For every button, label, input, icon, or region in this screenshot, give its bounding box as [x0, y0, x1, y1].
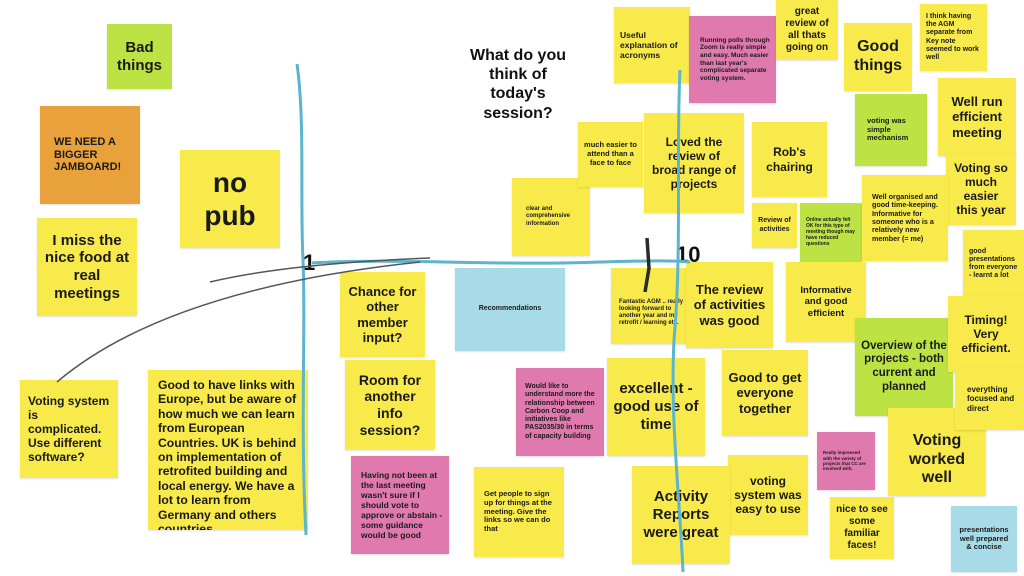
note-text: Good to get everyone together	[728, 370, 802, 416]
note-text: Rob's chairing	[766, 145, 813, 174]
note-text: Room for another info session?	[358, 371, 422, 438]
sticky-note[interactable]: Running polls through Zoom is really sim…	[689, 16, 776, 103]
sticky-note[interactable]: Well run efficient meeting	[938, 78, 1016, 156]
note-text: good presentations from everyone - learn…	[969, 247, 1018, 280]
note-text: Chance for other member input?	[348, 283, 417, 345]
note-text: Voting worked well	[908, 431, 965, 487]
note-text: Informative and good efficient	[800, 285, 852, 319]
sticky-note[interactable]: Good to have links with Europe, but be a…	[148, 370, 308, 530]
note-text: Well organised and good time-keeping. In…	[872, 191, 938, 243]
note-text: The review of activities was good	[693, 282, 766, 328]
sticky-note[interactable]: Rob's chairing	[752, 122, 827, 197]
sticky-note[interactable]: Overview of the projects - both current …	[855, 318, 953, 416]
note-text: Review of activities	[758, 217, 791, 233]
sticky-note[interactable]: Activity Reports were great	[632, 466, 730, 564]
sticky-note[interactable]: Room for another info session?	[345, 360, 435, 450]
note-text: clear and comprehensive information	[526, 206, 571, 227]
sticky-note[interactable]: Fantastic AGM .. really looking forward …	[611, 268, 695, 344]
note-text: Voting so much easier this year	[954, 160, 1008, 218]
note-text: Timing! Very efficient.	[961, 312, 1011, 356]
sticky-note[interactable]: excellent - good use of time	[607, 358, 705, 456]
sticky-note[interactable]: Having not been at the last meeting wasn…	[351, 456, 449, 554]
note-text: Good things	[854, 38, 902, 74]
note-text: Well run efficient meeting	[951, 94, 1003, 140]
sticky-note[interactable]: Voting system is complicated. Use differ…	[20, 380, 118, 478]
sticky-note[interactable]: great review of all thats going on	[776, 0, 838, 60]
sticky-note[interactable]: no pub	[180, 150, 280, 248]
note-text: great review of all thats going on	[785, 6, 829, 53]
sticky-note[interactable]: Online actually felt OK for this type of…	[800, 203, 862, 263]
note-text: WE NEED A BIGGER JAMBOARD!	[54, 135, 122, 174]
note-text: Activity Reports were great	[643, 488, 719, 541]
sticky-note[interactable]: Would like to understand more the relati…	[516, 368, 604, 456]
note-text: Really impressed with the variety of pro…	[823, 450, 866, 472]
sticky-note[interactable]: presentations well prepared & concise	[951, 506, 1017, 572]
board-question: What do you think of today's session?	[470, 47, 566, 122]
sticky-note[interactable]: Well organised and good time-keeping. In…	[862, 175, 948, 261]
sticky-note[interactable]: Really impressed with the variety of pro…	[817, 432, 875, 490]
sticky-note[interactable]: Loved the review of broad range of proje…	[644, 113, 744, 213]
sticky-note[interactable]: Recommendations	[455, 268, 565, 351]
note-text: Overview of the projects - both current …	[861, 339, 947, 393]
note-text: I think having the AGM separate from Key…	[926, 12, 979, 61]
note-text: Useful explanation of acronyms	[620, 29, 678, 60]
note-text: Fantastic AGM .. really looking forward …	[619, 298, 684, 327]
sticky-note[interactable]: Get people to sign up for things at the …	[474, 467, 564, 557]
note-text: presentations well prepared & concise	[959, 524, 1009, 552]
horizontal-axis[interactable]	[311, 259, 691, 265]
sticky-note[interactable]: Good things	[844, 23, 912, 91]
sticky-note[interactable]: Good to get everyone together	[722, 350, 808, 436]
sticky-note[interactable]: Bad things	[107, 24, 172, 89]
note-text: I miss the nice food at real meetings	[44, 231, 130, 302]
note-text: much easier to attend than a face to fac…	[584, 140, 637, 167]
sticky-note[interactable]: Timing! Very efficient.	[948, 296, 1024, 372]
sticky-note[interactable]: good presentations from everyone - learn…	[963, 230, 1024, 298]
sticky-note[interactable]: Voting so much easier this year	[946, 153, 1016, 225]
sticky-note[interactable]: Useful explanation of acronyms	[614, 7, 690, 83]
note-text: voting was simple mechanism	[867, 115, 909, 143]
sticky-note[interactable]: Review of activities	[752, 203, 797, 248]
sticky-note[interactable]: clear and comprehensive information	[512, 178, 590, 256]
note-text: Would like to understand more the relati…	[525, 383, 595, 440]
note-text: Bad things	[117, 38, 162, 74]
note-text: everything focused and direct	[967, 384, 1015, 413]
note-text: no pub	[204, 166, 256, 231]
note-text: nice to see some familiar faces!	[836, 504, 888, 551]
sticky-note[interactable]: Chance for other member input?	[340, 272, 425, 357]
sticky-note[interactable]: voting was simple mechanism	[855, 94, 927, 166]
sticky-note[interactable]: I think having the AGM separate from Key…	[920, 4, 987, 71]
sticky-note[interactable]: much easier to attend than a face to fac…	[578, 122, 643, 187]
sticky-note[interactable]: voting system was easy to use	[728, 455, 808, 535]
note-text: Get people to sign up for things at the …	[484, 488, 552, 534]
sticky-note[interactable]: everything focused and direct	[955, 368, 1024, 430]
note-text: Recommendations	[478, 305, 542, 313]
note-text: Voting system is complicated. Use differ…	[28, 393, 110, 465]
note-text: Online actually felt OK for this type of…	[806, 217, 855, 247]
scale-low-label: 1	[303, 250, 316, 275]
note-text: Good to have links with Europe, but be a…	[158, 378, 297, 530]
sticky-note[interactable]: nice to see some familiar faces!	[830, 497, 894, 559]
note-text: excellent - good use of time	[613, 380, 699, 433]
sticky-note[interactable]: Informative and good efficient	[786, 262, 866, 342]
sticky-note[interactable]: I miss the nice food at real meetings	[37, 218, 137, 316]
note-text: Having not been at the last meeting wasn…	[361, 469, 443, 541]
note-text: Loved the review of broad range of proje…	[651, 134, 736, 192]
note-text: Running polls through Zoom is really sim…	[700, 36, 770, 82]
sticky-note[interactable]: The review of activities was good	[686, 262, 773, 348]
note-text: voting system was easy to use	[734, 473, 802, 517]
sticky-note[interactable]: WE NEED A BIGGER JAMBOARD!	[40, 106, 140, 204]
scale-high-label: 10	[676, 242, 701, 267]
